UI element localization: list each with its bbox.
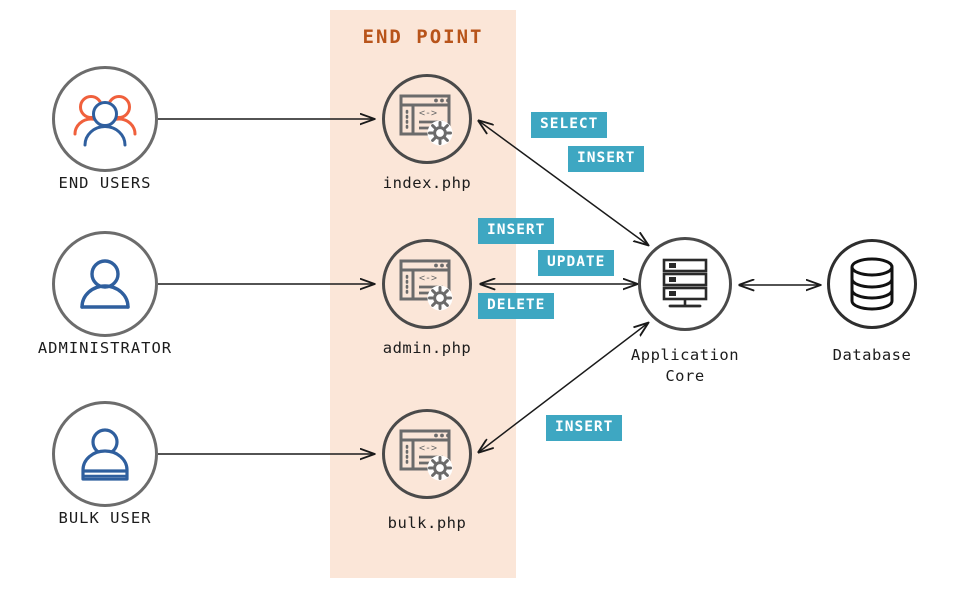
database-label: Database: [832, 346, 912, 364]
administrator-circle: [52, 231, 158, 337]
bulk-php-circle: <->: [382, 409, 472, 499]
administrator-label: ADMINISTRATOR: [37, 339, 173, 357]
svg-text:<->: <->: [419, 108, 437, 119]
bulk-user-circle: [52, 401, 158, 507]
admin-php-circle: <->: [382, 239, 472, 329]
badge-insert-admin[interactable]: INSERT: [478, 218, 555, 244]
index-php-label: index.php: [382, 174, 472, 192]
code-window-gear-icon: <->: [399, 259, 453, 311]
endpoint-band-title: END POINT: [362, 26, 484, 48]
bulk-php-label: bulk.php: [387, 514, 467, 532]
database-circle: [827, 239, 917, 329]
end-users-label: END USERS: [58, 174, 152, 192]
badge-insert-index[interactable]: INSERT: [568, 146, 645, 172]
user-icon: [80, 259, 130, 309]
users-group-icon: [73, 95, 137, 147]
index-php-circle: <->: [382, 74, 472, 164]
bulk-user-label: BULK USER: [58, 509, 152, 527]
application-core-label-line2: Core: [665, 367, 705, 385]
user-stack-icon: [81, 428, 129, 481]
admin-php-label: admin.php: [382, 339, 472, 357]
application-core-label-line1: Application: [630, 346, 740, 364]
badge-delete-admin[interactable]: DELETE: [478, 293, 555, 319]
code-window-gear-icon: <->: [399, 94, 453, 146]
badge-select-index[interactable]: SELECT: [531, 112, 608, 138]
end-users-circle: [52, 66, 158, 172]
application-core-circle: [638, 237, 732, 331]
svg-text:<->: <->: [419, 273, 437, 284]
svg-text:<->: <->: [419, 443, 437, 454]
badge-update-admin[interactable]: UPDATE: [538, 250, 615, 276]
server-rack-icon: [662, 258, 708, 308]
badge-insert-bulk[interactable]: INSERT: [546, 415, 623, 441]
database-cylinder-icon: [850, 257, 894, 311]
code-window-gear-icon: <->: [399, 429, 453, 481]
